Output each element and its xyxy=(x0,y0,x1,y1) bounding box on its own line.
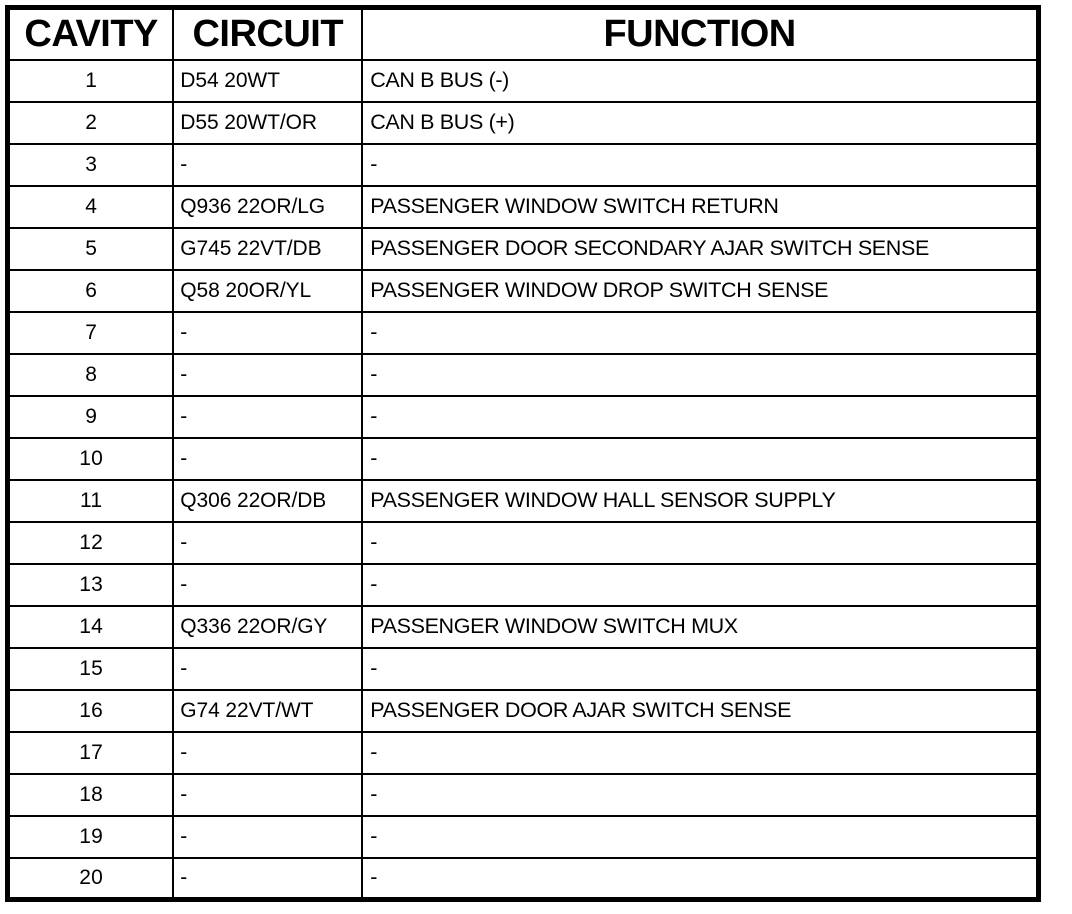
cell-cavity: 17 xyxy=(6,730,175,775)
cell-function: PASSENGER WINDOW SWITCH RETURN xyxy=(361,184,1040,229)
cell-function: - xyxy=(361,772,1040,817)
cell-function: - xyxy=(361,352,1040,397)
cell-cavity: 11 xyxy=(6,478,175,523)
table-row: 13-- xyxy=(6,562,1040,607)
cell-circuit: - xyxy=(172,310,364,355)
cell-function: PASSENGER WINDOW DROP SWITCH SENSE xyxy=(361,268,1040,313)
cell-circuit: - xyxy=(172,436,364,481)
table-header-row: CAVITY CIRCUIT FUNCTION xyxy=(6,6,1040,61)
cell-function: - xyxy=(361,520,1040,565)
cell-circuit: - xyxy=(172,730,364,775)
cell-circuit: - xyxy=(172,142,364,187)
cell-circuit: G745 22VT/DB xyxy=(172,226,364,271)
cell-circuit: D55 20WT/OR xyxy=(172,100,364,145)
table-row: 15-- xyxy=(6,646,1040,691)
cell-cavity: 16 xyxy=(6,688,175,733)
cell-cavity: 20 xyxy=(6,856,175,901)
cell-cavity: 1 xyxy=(6,58,175,103)
cell-circuit: Q58 20OR/YL xyxy=(172,268,364,313)
cell-circuit: - xyxy=(172,646,364,691)
cell-cavity: 13 xyxy=(6,562,175,607)
cell-circuit: - xyxy=(172,562,364,607)
table-row: 3-- xyxy=(6,142,1040,187)
table-row: 18-- xyxy=(6,772,1040,817)
cell-function: - xyxy=(361,646,1040,691)
cell-circuit: Q306 22OR/DB xyxy=(172,478,364,523)
cell-cavity: 8 xyxy=(6,352,175,397)
cell-function: CAN B BUS (-) xyxy=(361,58,1040,103)
cell-function: - xyxy=(361,142,1040,187)
cell-circuit: - xyxy=(172,520,364,565)
cell-circuit: - xyxy=(172,394,364,439)
cell-cavity: 2 xyxy=(6,100,175,145)
table-row: 19-- xyxy=(6,814,1040,859)
table-row: 9-- xyxy=(6,394,1040,439)
table-header: CAVITY CIRCUIT FUNCTION xyxy=(6,6,1040,61)
cell-cavity: 12 xyxy=(6,520,175,565)
cell-circuit: - xyxy=(172,856,364,901)
column-header-cavity: CAVITY xyxy=(6,6,175,61)
cell-function: PASSENGER WINDOW HALL SENSOR SUPPLY xyxy=(361,478,1040,523)
cell-circuit: Q336 22OR/GY xyxy=(172,604,364,649)
cell-circuit: - xyxy=(172,352,364,397)
column-header-function: FUNCTION xyxy=(361,6,1040,61)
cell-cavity: 15 xyxy=(6,646,175,691)
cell-cavity: 18 xyxy=(6,772,175,817)
cell-function: - xyxy=(361,394,1040,439)
cell-function: PASSENGER WINDOW SWITCH MUX xyxy=(361,604,1040,649)
cell-function: - xyxy=(361,730,1040,775)
table-row: 8-- xyxy=(6,352,1040,397)
cell-cavity: 6 xyxy=(6,268,175,313)
cell-cavity: 19 xyxy=(6,814,175,859)
column-header-circuit: CIRCUIT xyxy=(172,6,364,61)
cell-function: PASSENGER DOOR SECONDARY AJAR SWITCH SEN… xyxy=(361,226,1040,271)
cell-circuit: G74 22VT/WT xyxy=(172,688,364,733)
cell-circuit: D54 20WT xyxy=(172,58,364,103)
cell-function: - xyxy=(361,562,1040,607)
cell-cavity: 4 xyxy=(6,184,175,229)
table-row: 10-- xyxy=(6,436,1040,481)
table-row: 17-- xyxy=(6,730,1040,775)
table-row: 7-- xyxy=(6,310,1040,355)
cell-cavity: 10 xyxy=(6,436,175,481)
cell-circuit: - xyxy=(172,772,364,817)
cell-cavity: 14 xyxy=(6,604,175,649)
cell-cavity: 7 xyxy=(6,310,175,355)
cell-function: CAN B BUS (+) xyxy=(361,100,1040,145)
table-row: 12-- xyxy=(6,520,1040,565)
cell-cavity: 5 xyxy=(6,226,175,271)
cell-function: - xyxy=(361,436,1040,481)
cell-circuit: - xyxy=(172,814,364,859)
cell-cavity: 9 xyxy=(6,394,175,439)
table-row: 20-- xyxy=(6,856,1040,901)
cell-function: - xyxy=(361,856,1040,901)
cell-cavity: 3 xyxy=(6,142,175,187)
cell-function: PASSENGER DOOR AJAR SWITCH SENSE xyxy=(361,688,1040,733)
cell-circuit: Q936 22OR/LG xyxy=(172,184,364,229)
cell-function: - xyxy=(361,814,1040,859)
cell-function: - xyxy=(361,310,1040,355)
